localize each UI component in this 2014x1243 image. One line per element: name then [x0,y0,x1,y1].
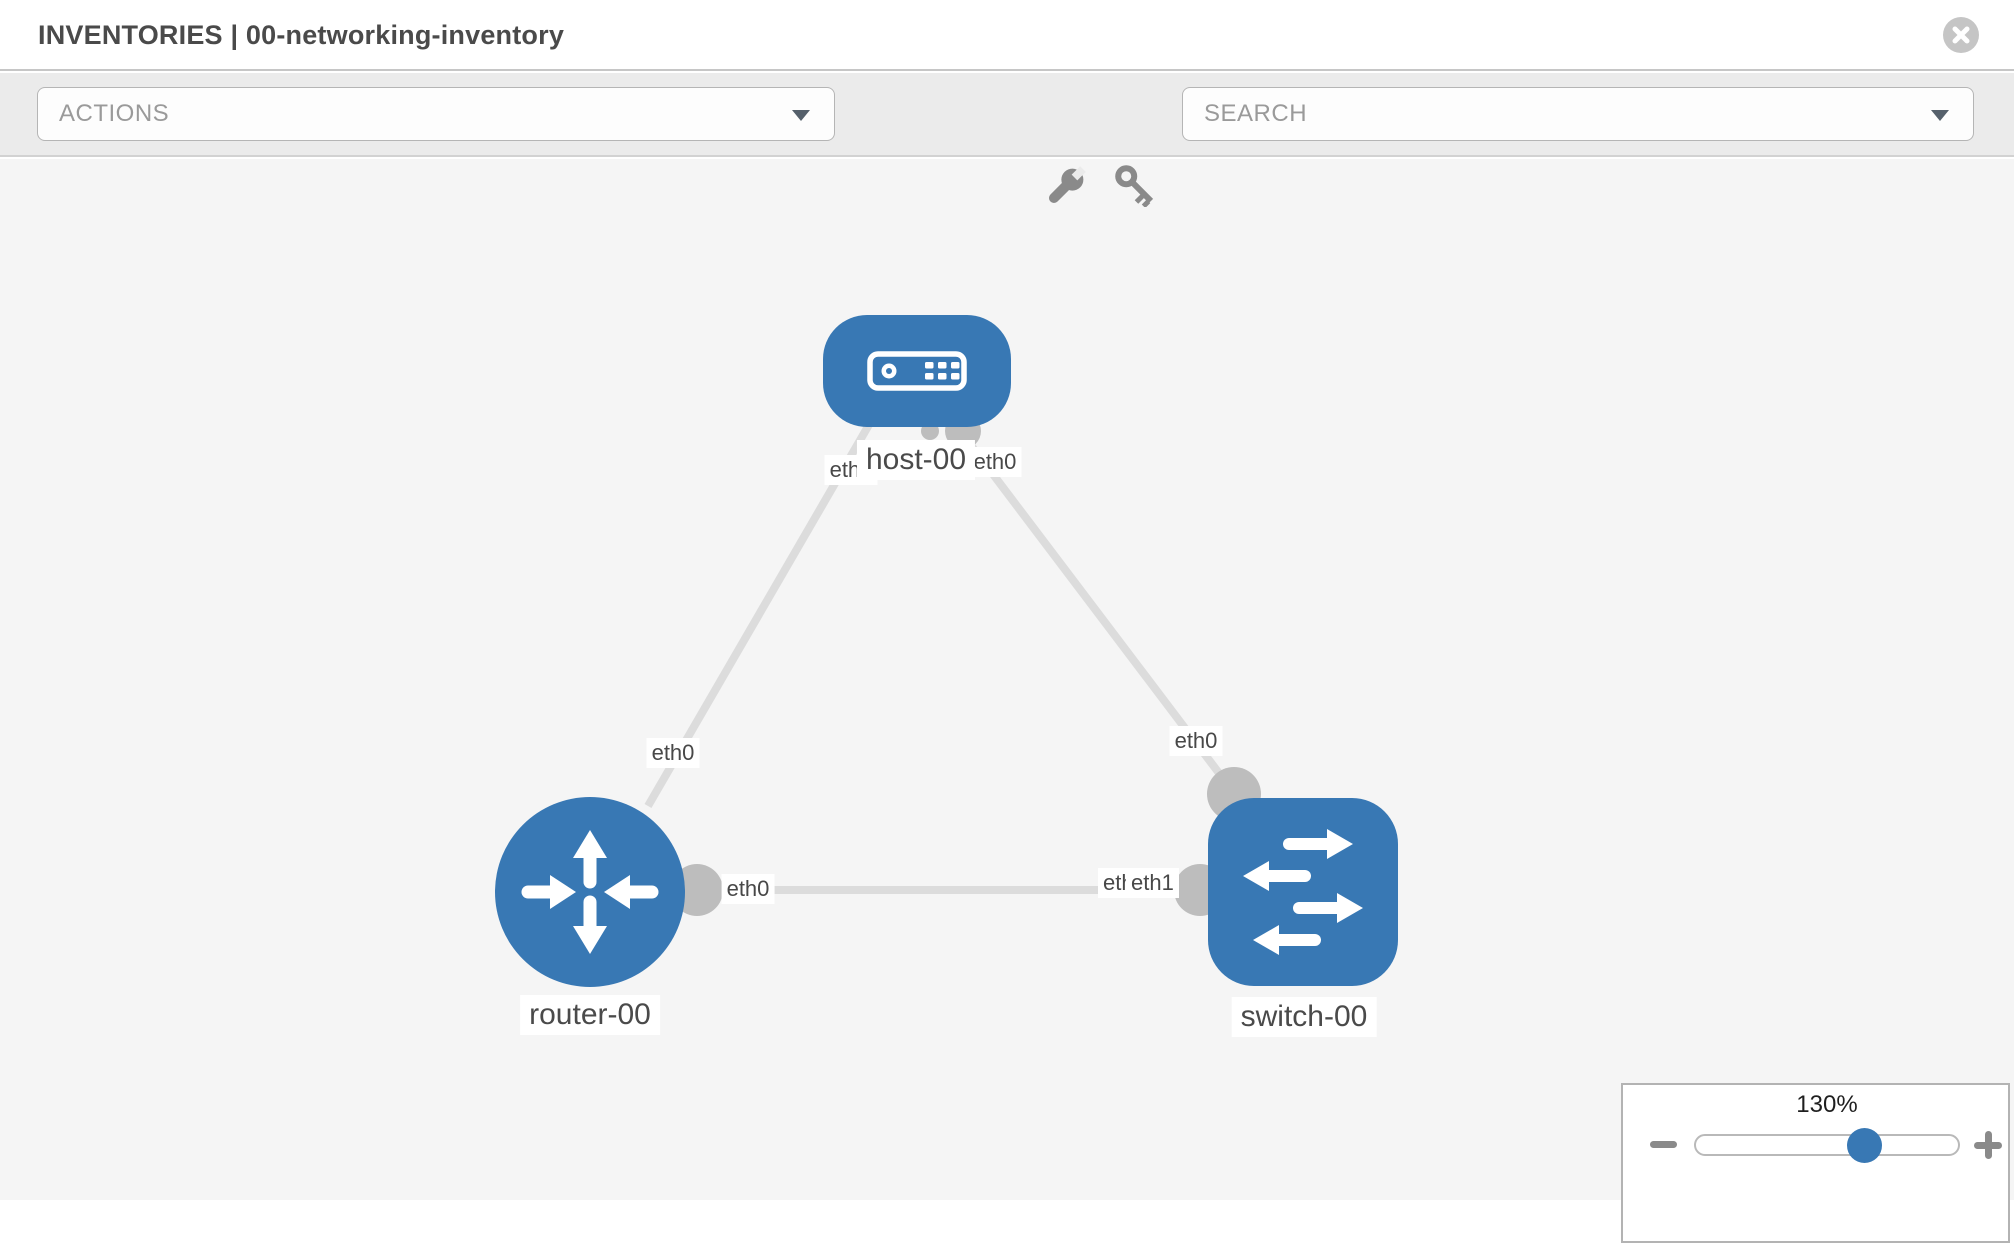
zoom-slider-thumb[interactable] [1847,1128,1882,1163]
close-icon [1952,26,1970,44]
zoom-in-icon[interactable] [1974,1131,2002,1159]
iface-label-switch-uplink-eth0: eth0 [1169,726,1223,756]
search-dropdown-label: SEARCH [1204,100,1308,127]
page-title: INVENTORIES | 00-networking-inventory [38,20,565,50]
zoom-out-icon[interactable] [1650,1141,1677,1148]
node-switch-00[interactable] [1208,798,1398,986]
switch-icon [1243,829,1363,955]
link-lines [644,420,1238,894]
node-label-host: host-00 [856,440,976,480]
wrench-icon[interactable] [1045,165,1087,207]
host-icon [867,351,967,391]
node-label-switch: switch-00 [1231,997,1377,1037]
interface-endpoints [671,413,1261,916]
zoom-slider-track[interactable] [1694,1134,1960,1156]
actions-dropdown[interactable]: ACTIONS [37,87,835,141]
search-dropdown[interactable]: SEARCH [1182,87,1974,141]
node-host-00[interactable] [823,315,1011,427]
iface-label-switch-eth1: eth1 [1126,868,1179,898]
close-button[interactable] [1943,17,1979,53]
iface-label-router-uplink-eth0: eth0 [646,738,700,768]
header-bar: INVENTORIES | 00-networking-inventory [0,0,2014,71]
key-icon[interactable] [1113,165,1155,207]
toolbar: ACTIONS SEARCH [0,73,2014,207]
topology-canvas[interactable]: host-00 router-00 switch-00 eth0 eth0 et… [0,159,2014,1200]
node-label-router: router-00 [520,995,660,1035]
node-router-00[interactable] [495,797,685,987]
iface-label-router-eth0: eth0 [721,874,775,904]
zoom-level-value: 130% [1796,1091,1858,1118]
router-icon [521,830,659,954]
caret-down-icon [792,110,810,121]
iface-label-host-eth0-right: eth0 [968,447,1022,477]
zoom-control-panel: 130% [1621,1083,2010,1243]
caret-down-icon [1931,110,1949,121]
actions-dropdown-label: ACTIONS [59,100,170,127]
